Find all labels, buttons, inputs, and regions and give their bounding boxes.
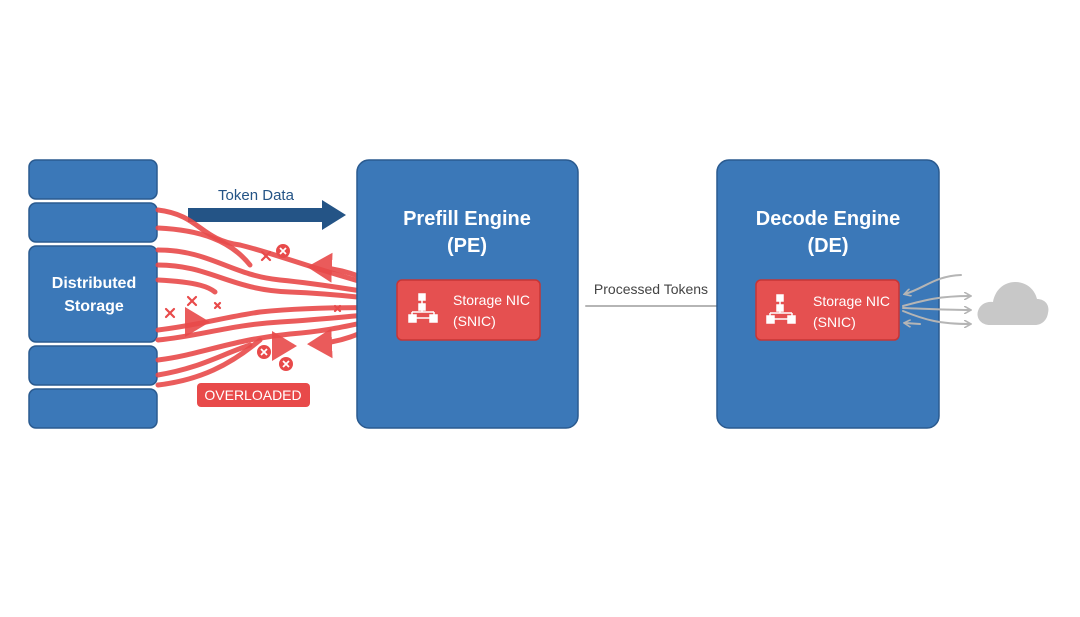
network-hierarchy-icon xyxy=(766,294,796,324)
cloud-link xyxy=(902,296,970,307)
cloud-link xyxy=(905,274,962,294)
storage-segment xyxy=(28,388,158,429)
token-data-label: Token Data xyxy=(218,187,295,204)
storage-label-line2: Storage xyxy=(64,298,124,315)
decode-snic: Storage NIC (SNIC) xyxy=(755,279,900,341)
decode-engine-title-line1: Decode Engine xyxy=(756,208,900,230)
decode-snic-label-line1: Storage NIC xyxy=(813,293,890,309)
token-data-arrow-shape xyxy=(188,200,346,230)
x-icon xyxy=(213,301,222,310)
prefill-snic: Storage NIC (SNIC) xyxy=(396,279,541,341)
x-icon xyxy=(333,304,342,313)
overloaded-label: OVERLOADED xyxy=(204,387,301,403)
x-circle-icon xyxy=(276,244,290,258)
storage-segment xyxy=(28,202,158,243)
storage-label-line1: Distributed xyxy=(52,275,136,292)
x-icon xyxy=(164,307,176,319)
token-data-arrow: Token Data xyxy=(188,187,346,230)
network-hierarchy-icon xyxy=(408,293,438,323)
cloud-icon xyxy=(977,282,1049,325)
decode-snic-label-line2: (SNIC) xyxy=(813,314,856,330)
x-icon xyxy=(260,250,272,262)
x-circle-icon xyxy=(279,357,293,371)
prefill-snic-label-line1: Storage NIC xyxy=(453,292,530,308)
decode-engine: Decode Engine (DE) Storage NIC (SNIC) xyxy=(716,159,940,429)
overloaded-badge: OVERLOADED xyxy=(197,383,310,407)
congested-flows xyxy=(155,207,395,388)
cloud-link xyxy=(905,323,921,324)
flow-line xyxy=(155,225,253,268)
cloud-link xyxy=(902,310,970,324)
cloud-links xyxy=(902,274,970,324)
decode-engine-title-line2: (DE) xyxy=(807,235,848,257)
flow-line xyxy=(155,342,253,378)
prefill-engine-title-line2: (PE) xyxy=(447,235,487,257)
flow-line xyxy=(155,277,218,295)
prefill-engine-title-line1: Prefill Engine xyxy=(403,208,531,230)
flow-line xyxy=(155,337,263,388)
x-icon xyxy=(186,295,198,307)
distributed-storage-stack: Distributed Storage xyxy=(28,159,158,429)
prefill-snic-label-line2: (SNIC) xyxy=(453,313,496,329)
storage-segment xyxy=(28,159,158,200)
processed-tokens-label: Processed Tokens xyxy=(594,281,708,297)
cloud-link xyxy=(902,308,970,310)
prefill-engine: Prefill Engine (PE) Storage NIC (SNIC) xyxy=(356,159,579,429)
x-circle-icon xyxy=(257,345,271,359)
storage-segment xyxy=(28,345,158,386)
storage-segment-main xyxy=(28,245,158,343)
